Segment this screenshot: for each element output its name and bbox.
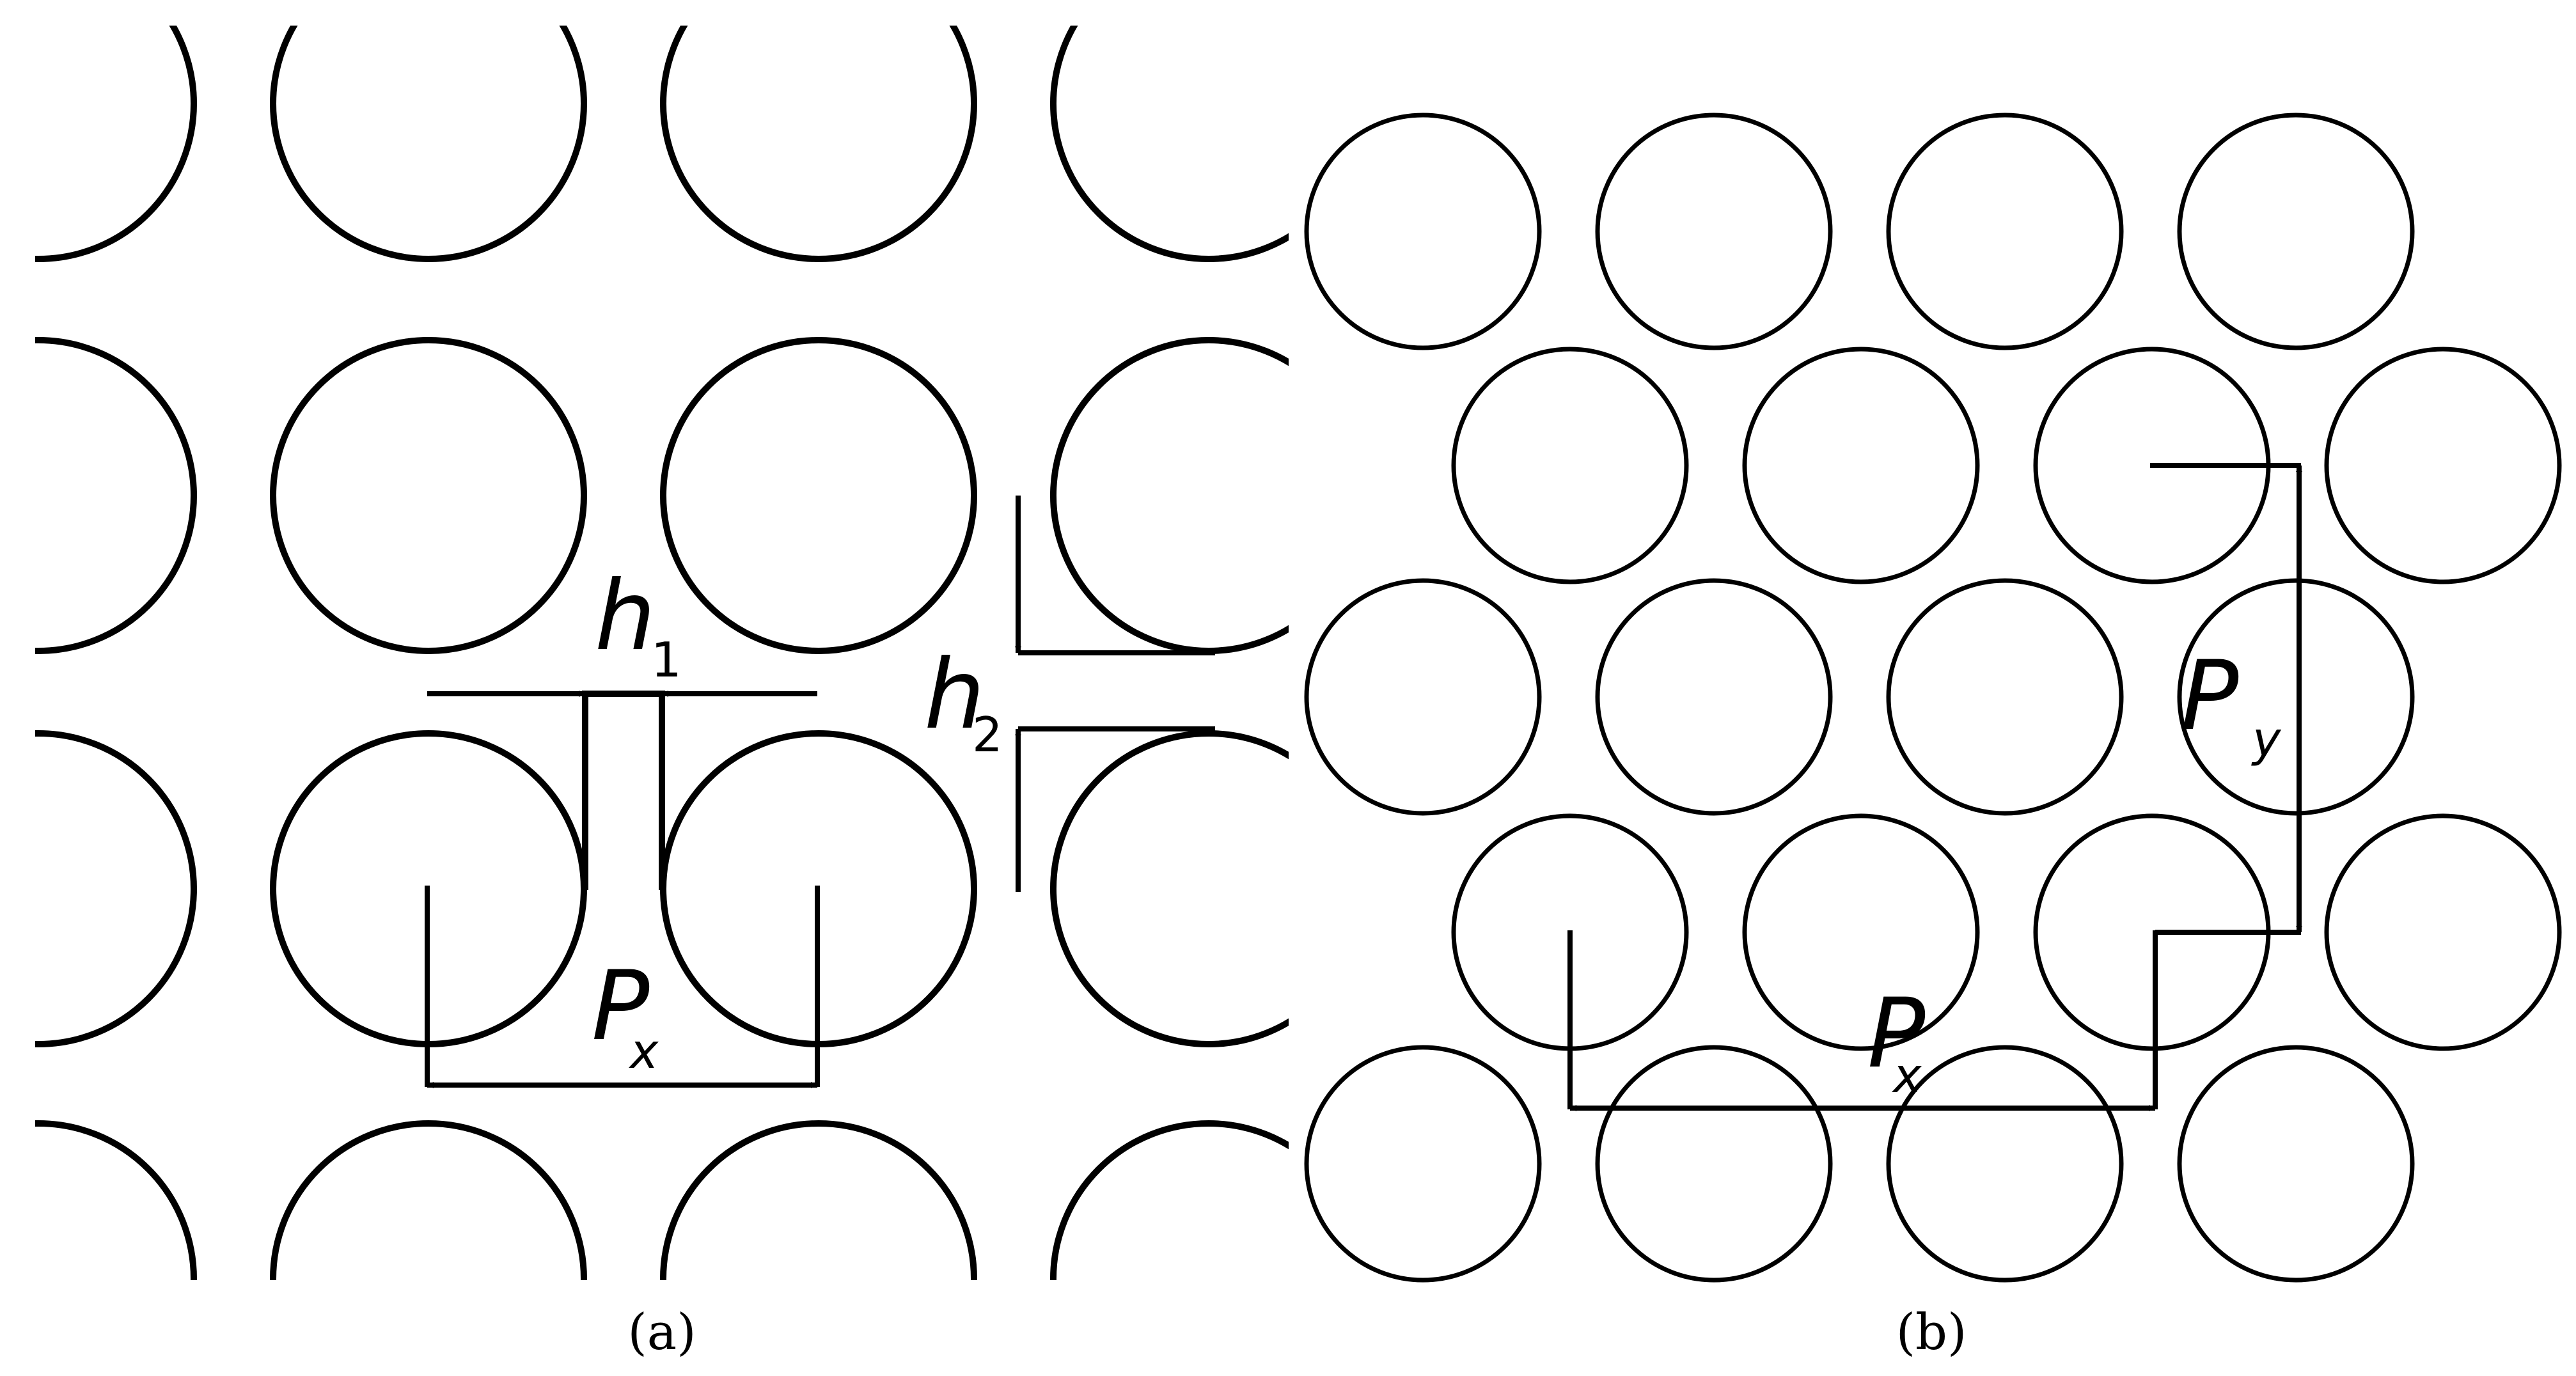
lattice-circle	[660, 1120, 977, 1280]
lattice-circle	[1050, 26, 1289, 262]
caption-b: (b)	[1896, 1304, 1967, 1361]
panel-b: P x P y (b)	[1304, 113, 2562, 1361]
py-dimension-b: P y	[2150, 463, 2302, 935]
lattice-circle	[270, 337, 587, 654]
panel-b-circle-array	[1304, 113, 2562, 1283]
px-dimension-b: P x	[1567, 930, 2158, 1111]
caption-a: (a)	[627, 1304, 696, 1361]
lattice-circle	[1304, 113, 1542, 350]
lattice-circle	[1742, 347, 1980, 584]
h1-dimension: h 1	[427, 561, 817, 890]
px-a-label-subscript: x	[629, 1023, 659, 1079]
lattice-circle	[1050, 1120, 1289, 1280]
lattice-circle	[35, 730, 197, 1047]
py-b-label-subscript: y	[2251, 711, 2282, 767]
panel-a-circle-array	[35, 26, 1289, 1280]
lattice-circle	[1595, 113, 1833, 350]
lattice-circle	[1742, 813, 1980, 1051]
lattice-circle	[1304, 578, 1542, 816]
lattice-circle	[1595, 1045, 1833, 1283]
lattice-circle	[1304, 1045, 1542, 1283]
h1-extension-lines	[582, 691, 665, 890]
h2-dimension: h 2	[924, 496, 1215, 892]
lattice-circle	[1886, 1045, 2124, 1283]
lattice-circle	[270, 1120, 587, 1280]
lattice-circle	[2324, 813, 2562, 1051]
lattice-circle	[2177, 1045, 2415, 1283]
lattice-circle	[2177, 113, 2415, 350]
px-a-label: P	[592, 951, 650, 1062]
lattice-circle	[270, 26, 587, 262]
px-b-label: P	[1867, 978, 1926, 1090]
h2-label: h	[924, 639, 985, 751]
lattice-circle	[35, 1120, 197, 1280]
lattice-circle	[660, 26, 977, 262]
py-b-label: P	[2181, 641, 2239, 752]
panel-a: h 1 h 2 P x (a)	[35, 26, 1289, 1361]
h2-label-subscript: 2	[972, 707, 1003, 763]
h1-label-subscript: 1	[651, 632, 682, 688]
lattice-circle	[660, 337, 977, 654]
lattice-circle	[35, 337, 197, 654]
lattice-circle	[1050, 730, 1289, 1047]
lattice-circle	[1595, 578, 1833, 816]
lattice-circle	[2324, 347, 2562, 584]
h1-label: h	[595, 561, 656, 672]
lattice-circle	[1050, 337, 1289, 654]
lattice-circle	[35, 26, 197, 262]
px-dimension-a: P x	[425, 886, 820, 1088]
lattice-circle	[1886, 578, 2124, 816]
lattice-circle	[1451, 347, 1689, 584]
lattice-circle	[1886, 113, 2124, 350]
px-b-label-subscript: x	[1892, 1047, 1922, 1104]
